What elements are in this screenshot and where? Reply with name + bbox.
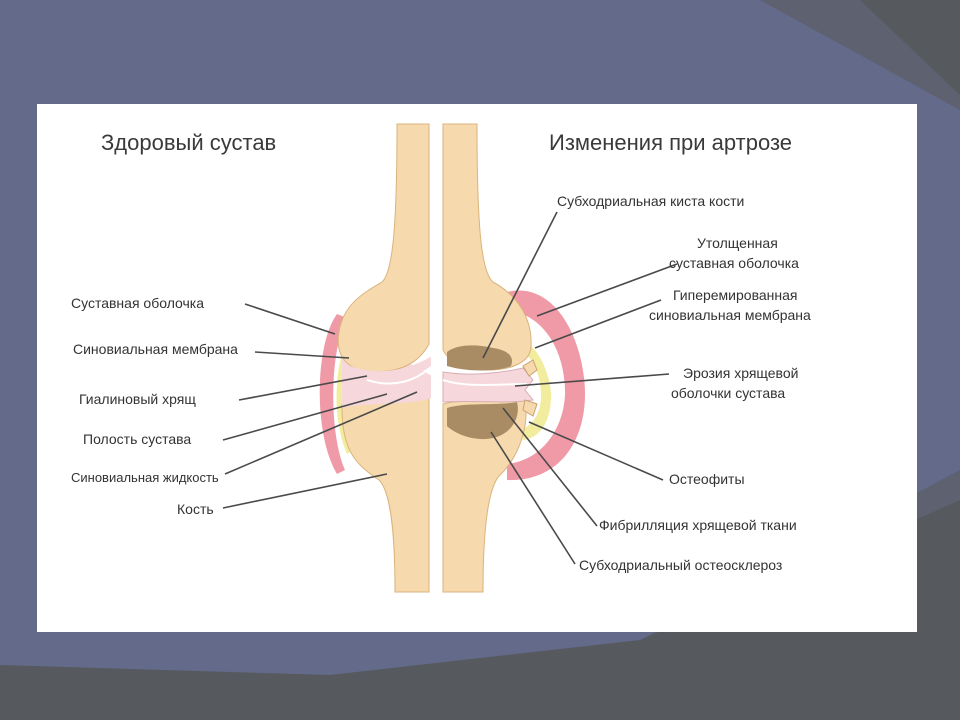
leader-bone xyxy=(222,473,388,509)
label-synovial-membrane: Синовиальная мембрана xyxy=(73,341,238,357)
healthy-upper-bone xyxy=(337,123,430,373)
healthy-capsule xyxy=(319,314,347,474)
label-subchondral-cyst: Субходриальная киста кости xyxy=(557,193,744,209)
leader-osteosclerosis xyxy=(490,431,576,565)
leader-erosion xyxy=(514,373,670,387)
slide-top-right-shade xyxy=(760,0,960,110)
label-erosion-line1: Эрозия хрящевой xyxy=(683,365,798,381)
leader-fibrillation xyxy=(502,407,598,527)
diagram-panel: Здоровый сустав Изменения при артрозе Су… xyxy=(37,104,917,632)
osteophytes xyxy=(522,359,538,417)
label-joint-cavity: Полость сустава xyxy=(83,431,191,447)
healthy-title: Здоровый сустав xyxy=(101,130,276,155)
center-divider xyxy=(431,104,441,632)
leader-hyaline-cartilage xyxy=(238,375,368,401)
label-fibrillation: Фибрилляция хрящевой ткани xyxy=(599,517,797,533)
healthy-joint-gap xyxy=(366,365,433,385)
healthy-lower-bone xyxy=(341,395,430,593)
healthy-joint-illustration xyxy=(319,123,433,593)
healthy-upper-cartilage xyxy=(342,356,432,382)
slide-top-right-shape xyxy=(760,0,960,110)
arthrosis-upper-bone xyxy=(442,123,532,371)
thickened-capsule xyxy=(507,290,585,481)
label-capsule: Суставная оболочка xyxy=(71,295,204,311)
label-synovial-fluid: Синовиальная жидкость xyxy=(71,470,219,485)
label-osteosclerosis: Субходриальный остеосклероз xyxy=(579,557,782,573)
leader-hyperemic-membrane xyxy=(534,299,662,349)
knee-joint-diagram: Здоровый сустав Изменения при артрозе Су… xyxy=(71,104,811,632)
arthrosis-joint-gap xyxy=(442,379,528,386)
label-hyperemic-membrane-line1: Гиперемированная xyxy=(673,287,797,303)
label-hyaline-cartilage: Гиалиновый хрящ xyxy=(79,391,196,407)
arthrosis-upper-sclerosis xyxy=(447,345,513,371)
leader-subchondral-cyst xyxy=(482,211,558,359)
hyperemic-membrane xyxy=(521,340,551,440)
leader-synovial-fluid xyxy=(224,391,418,475)
arthrosis-lower-sclerosis xyxy=(447,402,518,440)
healthy-lower-cartilage xyxy=(342,386,431,408)
arthrosis-joint-illustration xyxy=(442,123,585,593)
leader-thickened-capsule xyxy=(536,263,678,317)
label-erosion-line2: оболочки сустава xyxy=(671,385,785,401)
slide-bottom-shape xyxy=(0,500,960,720)
leader-joint-cavity xyxy=(222,393,388,441)
leader-osteophytes xyxy=(528,421,664,481)
label-thickened-capsule-line1: Утолщенная xyxy=(697,235,778,251)
label-osteophytes: Остеофиты xyxy=(669,471,745,487)
leader-synovial-membrane xyxy=(254,351,350,359)
leader-capsule xyxy=(244,303,336,335)
leader-lines xyxy=(222,211,678,565)
label-hyperemic-membrane-line2: синовиальная мембрана xyxy=(649,307,811,323)
label-thickened-capsule-line2: суставная оболочка xyxy=(669,255,799,271)
arthrosis-title: Изменения при артрозе xyxy=(549,130,792,155)
label-bone: Кость xyxy=(177,501,214,517)
healthy-synovial-membrane xyxy=(336,340,353,454)
